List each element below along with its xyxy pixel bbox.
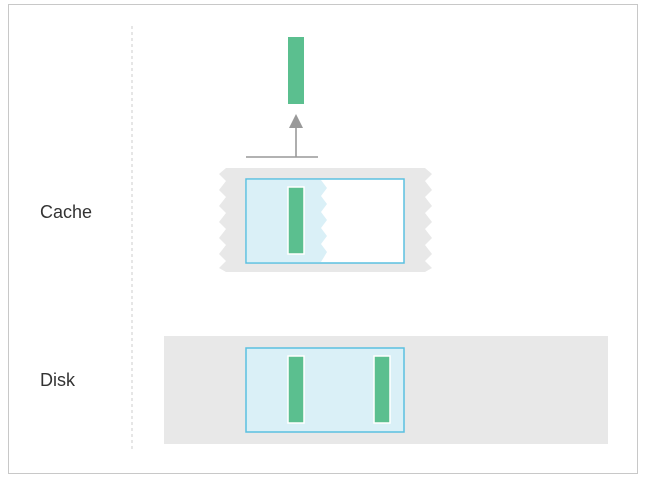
read-record xyxy=(288,37,304,104)
disk-label: Disk xyxy=(40,370,75,390)
cache-label: Cache xyxy=(40,202,93,222)
cache-record xyxy=(287,186,305,255)
disk-record-1 xyxy=(287,355,305,424)
arrow-up-icon xyxy=(289,114,303,157)
cache-page-loaded-portion xyxy=(247,180,327,262)
disk-record-2 xyxy=(373,355,391,424)
